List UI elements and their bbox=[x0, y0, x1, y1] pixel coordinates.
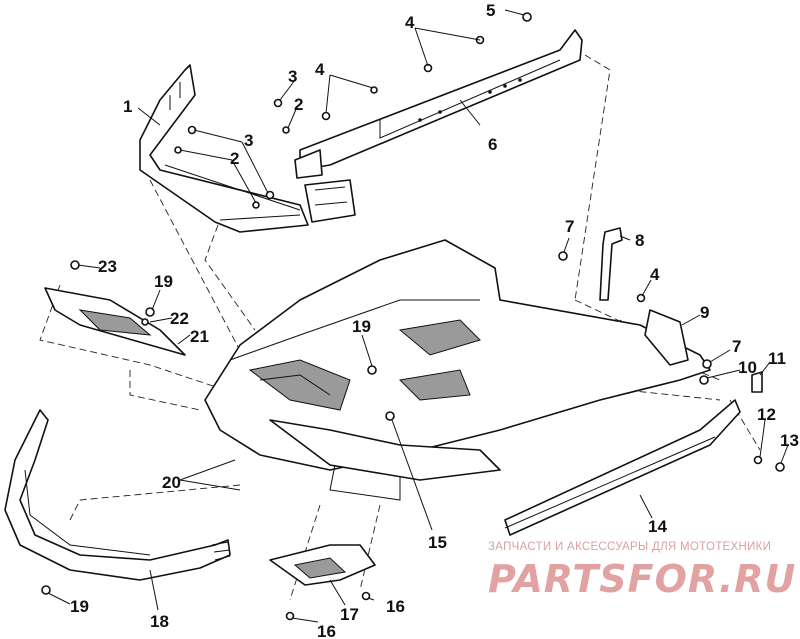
callout-19-left: 19 bbox=[154, 272, 173, 291]
callout-21: 21 bbox=[190, 327, 209, 346]
callout-4-top: 4 bbox=[405, 13, 415, 32]
callout-3-mid: 3 bbox=[244, 131, 253, 150]
callout-8: 8 bbox=[635, 231, 644, 250]
callout-15: 15 bbox=[428, 533, 447, 552]
part-8-9-right-brackets bbox=[599, 227, 763, 393]
callout-1: 1 bbox=[123, 97, 132, 116]
callout-10: 10 bbox=[738, 358, 757, 377]
main-hood-body bbox=[204, 239, 711, 501]
callout-16-bottom: 16 bbox=[317, 622, 336, 639]
leader-lines bbox=[47, 9, 789, 623]
callout-19-bottom: 19 bbox=[70, 597, 89, 616]
watermark-brand-text: PARTSFOR.RU bbox=[488, 557, 796, 601]
callout-3-top: 3 bbox=[288, 67, 297, 86]
callout-14: 14 bbox=[648, 517, 667, 536]
watermark-brand: PARTSFOR.RU bbox=[488, 557, 796, 601]
callout-19-center: 19 bbox=[352, 317, 371, 336]
callout-22: 22 bbox=[170, 309, 189, 328]
part-18-front-bumper bbox=[4, 409, 231, 581]
callout-12: 12 bbox=[757, 405, 776, 424]
callout-4-mid: 4 bbox=[315, 60, 325, 79]
callout-23: 23 bbox=[98, 257, 117, 276]
callout-2-mid: 2 bbox=[230, 149, 239, 168]
callout-18: 18 bbox=[150, 612, 169, 631]
callout-6: 6 bbox=[488, 135, 497, 154]
part-6-upper-rail bbox=[294, 29, 583, 223]
fasteners bbox=[41, 12, 785, 621]
part-17-skid-plate bbox=[269, 544, 376, 586]
callout-5: 5 bbox=[486, 1, 495, 20]
part-1-left-bracket bbox=[139, 64, 309, 233]
callout-4-right: 4 bbox=[650, 265, 660, 284]
callout-17: 17 bbox=[340, 605, 359, 624]
callout-7-top: 7 bbox=[565, 217, 574, 236]
part-21-side-panel bbox=[44, 287, 186, 356]
callout-11: 11 bbox=[768, 349, 786, 368]
watermark-tagline: ЗАПЧАСТИ И АКСЕССУАРЫ ДЛЯ МОТОТЕХНИКИ bbox=[488, 541, 772, 553]
callout-2-top: 2 bbox=[294, 95, 303, 114]
callout-labels: 4 5 4 6 3 2 1 3 2 7 8 4 9 7 10 11 12 13 … bbox=[70, 1, 799, 639]
callout-16-right: 16 bbox=[386, 597, 405, 616]
part-14-lower-bar bbox=[504, 399, 741, 536]
callout-7-right: 7 bbox=[732, 337, 741, 356]
callout-13: 13 bbox=[780, 431, 799, 450]
callout-20: 20 bbox=[162, 473, 181, 492]
callout-9: 9 bbox=[700, 303, 709, 322]
